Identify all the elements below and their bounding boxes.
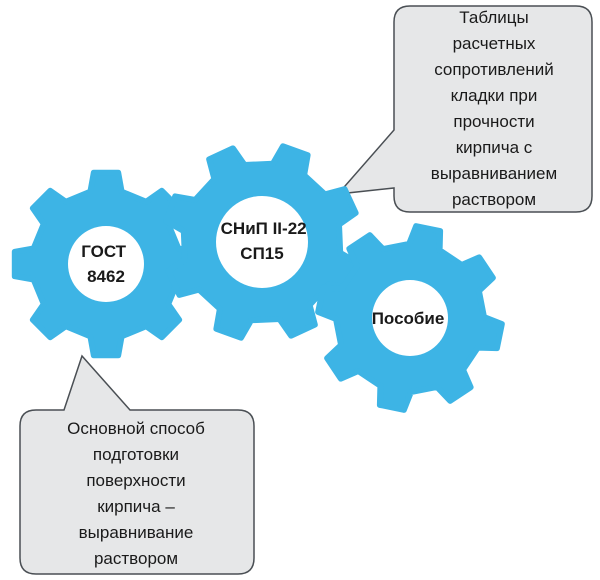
gear-gost-label: ГОСТ 8462	[81, 242, 131, 286]
callout-top-text: Таблицы расчетных сопротивлений кладки п…	[430, 8, 558, 209]
gear-posobie: Пособие	[315, 223, 505, 413]
gear-snip-label-line-2: СП15	[240, 244, 283, 263]
gear-snip-label-line-1: СНиП II-22	[221, 219, 307, 238]
gear-posobie-hub	[372, 280, 448, 356]
gear-gost-hub	[68, 226, 144, 302]
gear-snip-hub	[216, 196, 308, 288]
callout-top-bubble	[336, 5, 593, 213]
gear-posobie-label-line-1: Пособие	[372, 309, 445, 328]
gear-gost-label-line-2: 8462	[87, 267, 125, 286]
gear-snip-label: СНиП II-22 СП15	[221, 219, 312, 263]
callout-bottom-text: Основной способ подготовки поверхности к…	[67, 419, 205, 568]
gear-gost-label-line-1: ГОСТ	[81, 242, 126, 261]
gear-gost: ГОСТ 8462	[11, 169, 201, 359]
gear-posobie-label: Пособие	[372, 309, 445, 328]
gear-snip: СНиП II-22 СП15	[163, 143, 361, 341]
callout-bottom-bubble	[19, 354, 255, 575]
